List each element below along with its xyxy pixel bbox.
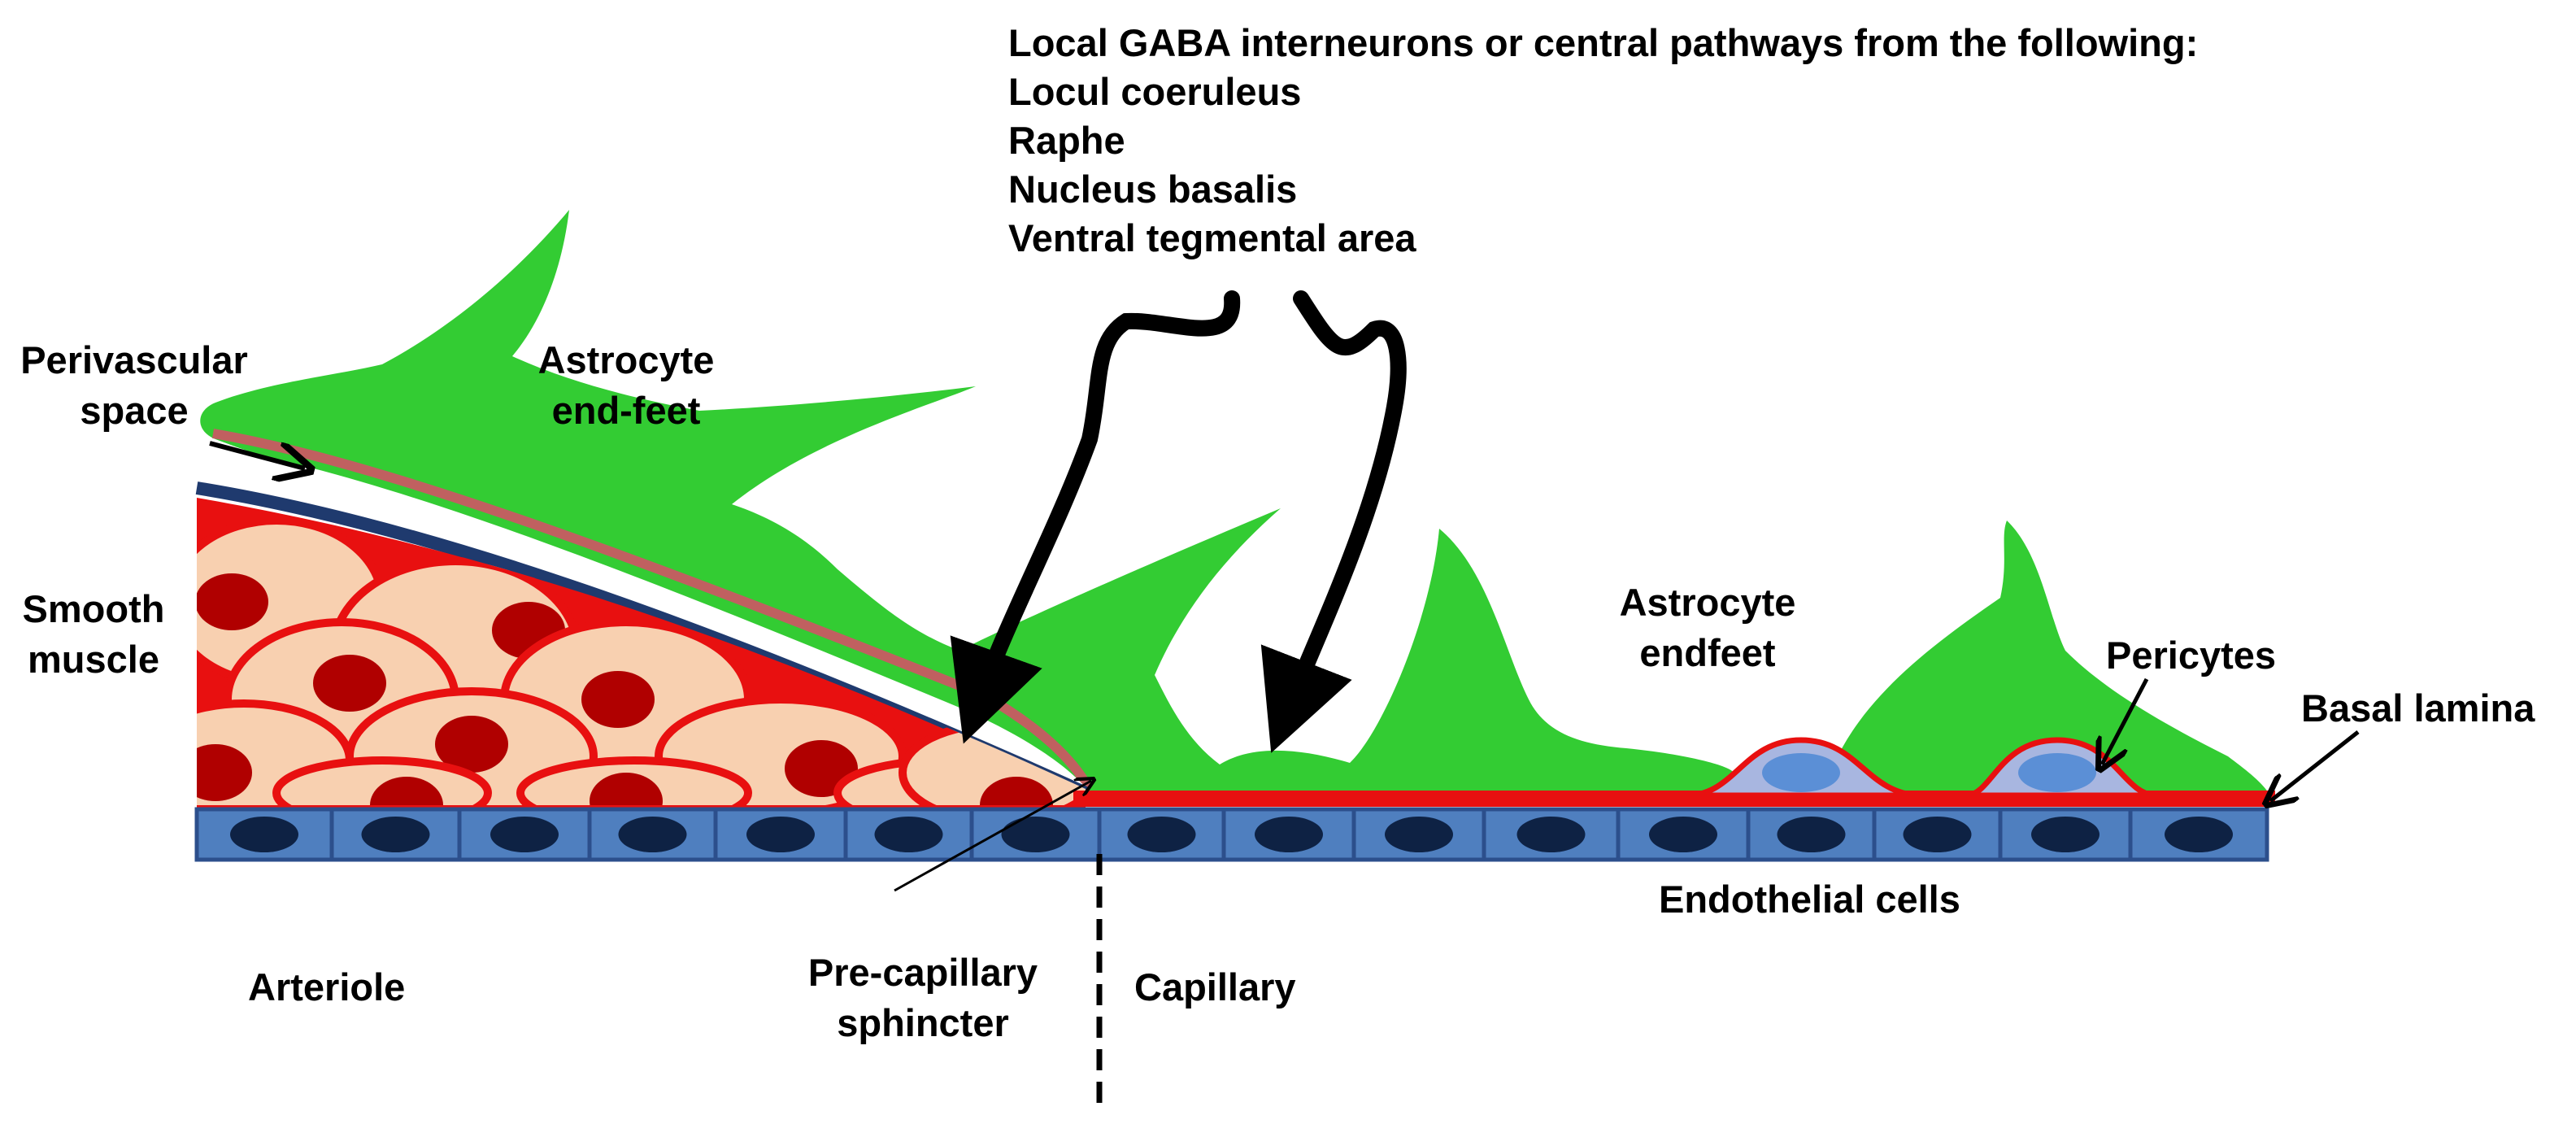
smooth-muscle-label: Smooth muscle <box>4 584 183 685</box>
endothelial-nucleus <box>746 817 815 852</box>
arrow-icon <box>209 441 305 468</box>
arrow-icon <box>2270 730 2360 801</box>
endothelial-nucleus <box>1649 817 1717 852</box>
smooth-muscle-nucleus <box>313 655 386 712</box>
endothelial-nucleus <box>1903 817 1972 852</box>
endothelial-nucleus <box>2031 817 2100 852</box>
endothelial-nucleus <box>1127 817 1196 852</box>
label-line: Astrocyte <box>537 338 715 381</box>
pathway-item: Locul coeruleus <box>1008 70 1302 113</box>
endothelial-nucleus <box>1516 817 1586 852</box>
endothelial-nucleus <box>230 817 298 852</box>
smooth-muscle-nucleus <box>370 777 443 805</box>
label-line: end-feet <box>551 389 701 432</box>
pericyte-nucleus <box>2018 753 2096 792</box>
endothelial-nucleus <box>1255 817 1323 852</box>
arrow-icon <box>894 781 1091 892</box>
label-line: muscle <box>28 638 159 681</box>
pathway-item: Nucleus basalis <box>1008 168 1298 211</box>
endothelial-nucleus <box>618 817 687 852</box>
smooth-muscle-nucleus <box>980 777 1053 805</box>
pathway-item: Raphe <box>1008 119 1125 162</box>
arrow-icon <box>2102 677 2149 765</box>
endothelial-nucleus <box>361 817 430 852</box>
astrocyte-endfeet-label: Astrocyte endfeet <box>1586 577 1830 678</box>
pericytes-label: Pericytes <box>2106 634 2277 677</box>
astrocyte-end-feet-label: Astrocyte end-feet <box>520 335 732 436</box>
label-line: sphincter <box>837 1001 1009 1044</box>
endothelial-cells-label: Endothelial cells <box>1659 878 1960 921</box>
endothelial-layer <box>194 807 2269 862</box>
endothelial-nucleus <box>1385 817 1453 852</box>
label-line: Pre-capillary <box>807 951 1038 994</box>
endothelial-nucleus <box>874 817 943 852</box>
smooth-muscle-nucleus <box>581 671 655 728</box>
astrocyte-endfoot-left <box>200 210 2269 793</box>
label-line: space <box>80 389 189 432</box>
pre-capillary-sphincter-label: Pre-capillary sphincter <box>777 948 1069 1048</box>
curved-arrow-icon <box>1260 290 1407 753</box>
astrocyte-layer <box>200 210 2269 793</box>
smooth-muscle-nucleus <box>197 573 268 630</box>
endothelial-nucleus <box>1001 817 1070 852</box>
endothelial-nucleus <box>1777 817 1846 852</box>
curved-arrow-icon <box>950 290 1241 744</box>
smooth-muscle-nucleus <box>197 744 252 801</box>
smooth-muscle-layer <box>197 498 1086 809</box>
perivascular-line <box>211 429 1093 790</box>
pathways-header: Local GABA interneurons or central pathw… <box>1008 21 2199 64</box>
smooth-muscle-nucleus <box>590 773 663 805</box>
pericytes-group <box>1689 737 2156 799</box>
endothelial-nucleus <box>490 817 559 852</box>
capillary-label: Capillary <box>1134 965 1296 1008</box>
arteriole-label: Arteriole <box>248 965 406 1008</box>
label-line: Astrocyte <box>1619 581 1796 624</box>
basal-lamina-label: Basal lamina <box>2301 686 2535 730</box>
pericyte-nucleus <box>1762 753 1840 792</box>
pathway-item: Ventral tegmental area <box>1008 216 1416 259</box>
perivascular-space-label: Perivascular space <box>8 335 260 436</box>
label-line: Perivascular <box>20 338 248 381</box>
label-line: Smooth <box>22 587 165 630</box>
smooth-muscle-nucleus <box>435 716 508 773</box>
label-line: endfeet <box>1639 631 1776 674</box>
endothelial-nucleus <box>2165 817 2233 852</box>
